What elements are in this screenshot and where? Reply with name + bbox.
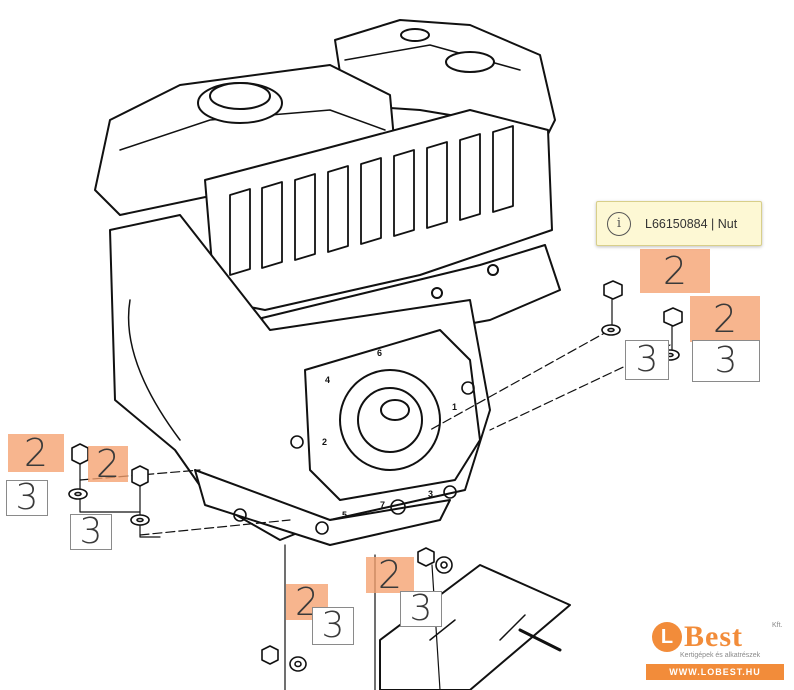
bolt-number-4: 4	[325, 375, 330, 385]
part-tooltip: i L66150884 | Nut	[596, 201, 762, 246]
bolt-number-6: 6	[377, 348, 382, 358]
logo-name: Best	[684, 620, 743, 653]
info-icon: i	[607, 211, 631, 236]
bolt-number-1: 1	[452, 402, 457, 412]
bolt-number-3: 3	[428, 489, 433, 499]
washer-callout[interactable]: 3	[6, 480, 48, 516]
logo-url[interactable]: WWW.LOBEST.HU	[646, 664, 784, 680]
nut-callout[interactable]: 2	[88, 445, 128, 483]
logo-mark: L	[652, 622, 682, 652]
washer-callout[interactable]: 3	[692, 340, 760, 382]
logo-suffix: Kft.	[772, 622, 783, 629]
washer-callout[interactable]: 3	[70, 514, 112, 550]
bolt-number-5: 5	[342, 510, 347, 520]
lobest-logo[interactable]: L Best Kft. Kertigépek és alkatrészek WW…	[644, 620, 784, 682]
bolt-number-7: 7	[380, 500, 385, 510]
washer-callout[interactable]: 3	[625, 340, 669, 380]
tooltip-text: L66150884 | Nut	[645, 216, 738, 231]
nut-callout[interactable]: 2	[366, 556, 414, 594]
nut-callout[interactable]: 2	[690, 296, 760, 342]
logo-tagline: Kertigépek és alkatrészek	[680, 652, 761, 659]
washer-callout[interactable]: 3	[400, 591, 442, 627]
nut-callout[interactable]: 2	[8, 434, 64, 472]
nut-callout[interactable]: 2	[640, 249, 710, 293]
bolt-number-2: 2	[322, 437, 327, 447]
washer-callout[interactable]: 3	[312, 607, 354, 645]
